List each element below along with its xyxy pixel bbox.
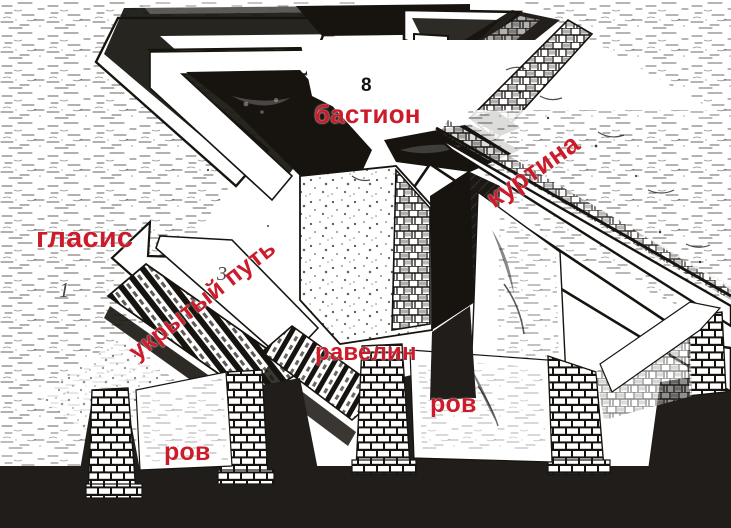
label-glacis: гласис — [36, 222, 134, 254]
label-ravelin: равелин — [315, 339, 417, 366]
label-ditch-right: ров — [430, 390, 477, 418]
label-ditch-left: ров — [164, 438, 211, 466]
figure-number-3: 3 — [217, 263, 227, 285]
label-bastion: бастион — [314, 99, 421, 129]
figure-number-1: 1 — [59, 278, 70, 302]
figure-number-8: 8 — [361, 75, 372, 96]
